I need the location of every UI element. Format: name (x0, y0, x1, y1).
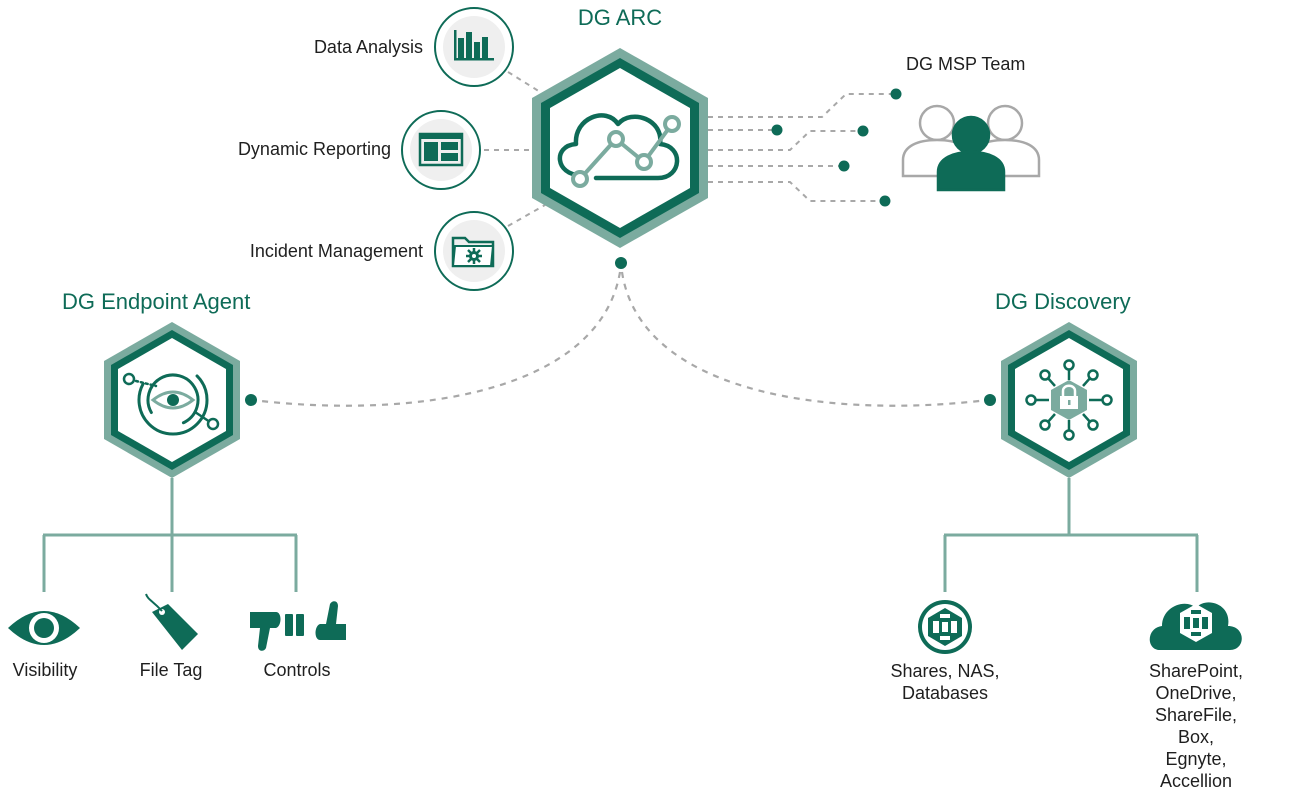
endpoint-item-controls: Controls (263, 660, 331, 680)
discovery-tree (943, 478, 1199, 592)
endpoint-title: DG Endpoint Agent (62, 289, 251, 314)
dashboard-window-icon (418, 132, 464, 167)
cloud-chart-icon (557, 113, 681, 188)
feature-label-dynamic-reporting: Dynamic Reporting (237, 139, 391, 159)
discovery-title: DG Discovery (995, 289, 1131, 314)
folder-gear-icon (451, 236, 495, 268)
eye-target-icon (122, 364, 220, 436)
endpoint-hexagon (104, 322, 240, 478)
bar-chart-icon (454, 30, 494, 61)
incident-management-circle (434, 211, 514, 291)
feature-label-data-analysis: Data Analysis (313, 37, 423, 57)
lock-network-icon (1025, 359, 1113, 441)
team-connector-dots (771, 88, 902, 207)
team-label: DG MSP Team (906, 54, 1026, 74)
diagram-canvas (8, 7, 1242, 654)
eye-icon (8, 611, 80, 645)
discovery-dot (984, 394, 996, 406)
feature-label-incident-management: Incident Management (249, 241, 423, 261)
endpoint-dot (245, 394, 257, 406)
cloud-storage-icon (1149, 602, 1242, 650)
endpoint-tree (42, 478, 298, 592)
discovery-item-cloud-services: SharePoint, OneDrive, ShareFile, Box, Eg… (1148, 661, 1244, 791)
dynamic-reporting-circle (401, 110, 481, 190)
people-icon (901, 104, 1041, 192)
team-connectors (708, 93, 895, 202)
discovery-item-shares: Shares, NAS, Databases (890, 661, 1000, 703)
tag-icon (145, 593, 198, 650)
feature-connectors (484, 71, 546, 227)
database-icon (918, 600, 972, 654)
hub-connectors (251, 271, 989, 407)
arc-title: DG ARC (577, 5, 663, 30)
data-analysis-circle (434, 7, 514, 87)
arc-hexagon (532, 48, 708, 248)
arc-dot (615, 257, 627, 269)
thumbs-icon (250, 601, 346, 651)
endpoint-item-file-tag: File Tag (139, 660, 203, 680)
endpoint-item-visibility: Visibility (12, 660, 78, 680)
